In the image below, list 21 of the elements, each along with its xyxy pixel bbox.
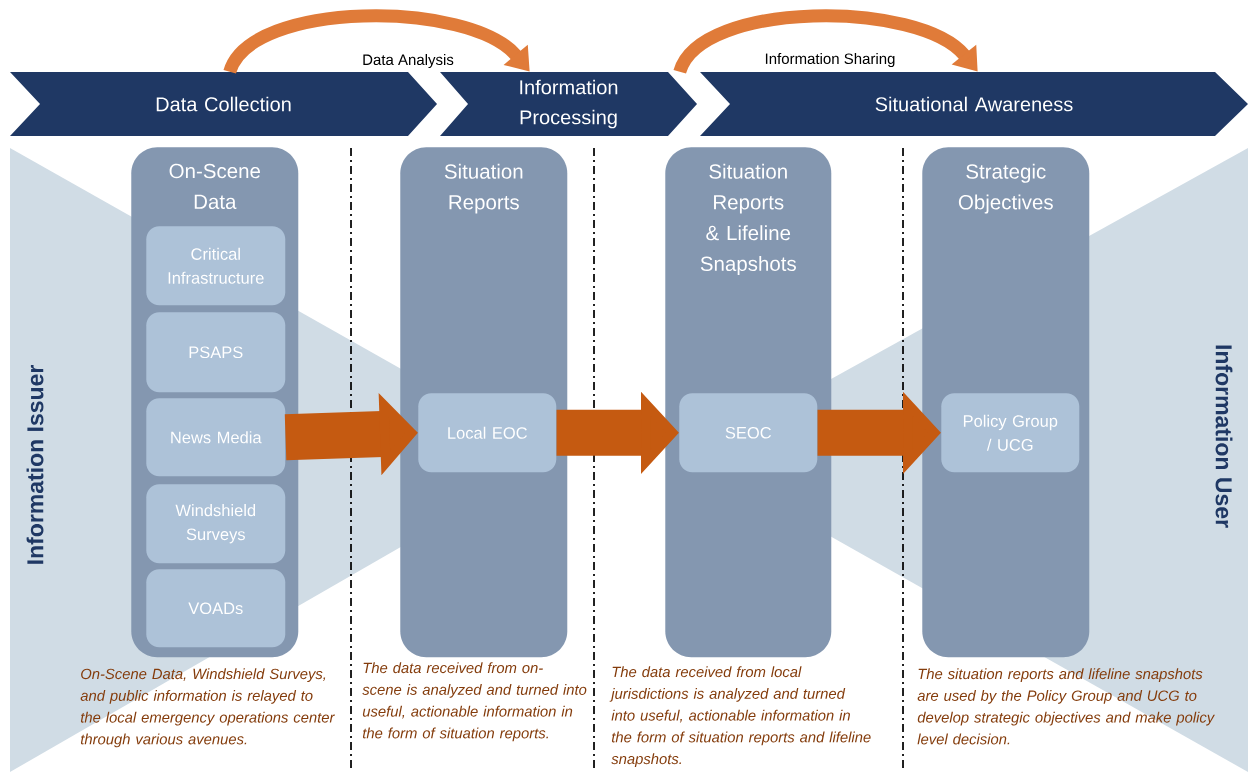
curved-arrow <box>674 9 978 75</box>
item-box: Windshield Surveys <box>146 484 286 564</box>
curved-arrow <box>224 9 530 75</box>
item-box: SEOC <box>679 393 818 473</box>
description-text: The data received from on-scene is analyzed and turned into useful, actionable information in the form of situation reports. <box>362 662 587 742</box>
item-box: Local EOC <box>418 393 557 473</box>
item-box: Critical Infrastructure <box>146 226 286 306</box>
item-box: PSAPS <box>146 312 286 393</box>
item-box: VOADs <box>146 569 286 648</box>
side-label: Information User <box>1215 345 1233 528</box>
edge-label: Information Sharing <box>763 51 897 69</box>
edge-label: Data Analysis <box>360 52 456 70</box>
item-box: Policy Group / UCG <box>941 393 1080 473</box>
description-text: The data received from local jurisdictions is analyzed and turned into useful, actionable information in the form of situation reports and lifeline snapshots. <box>609 666 871 768</box>
chevron-band: Information Processing <box>440 72 697 136</box>
description-text: On-Scene Data, Windshield Surveys, and public information is relayed to the local emergency operations center through various avenues. <box>80 668 335 748</box>
side-label: Information Issuer <box>26 365 44 564</box>
chevron-band: Situational Awareness <box>700 72 1248 136</box>
chevron-band: Data Collection <box>10 72 437 136</box>
item-box: News Media <box>146 398 286 477</box>
description-text: The situation reports and lifeline snapshots are used by the Policy Group and UCG to develop strategic objectives and make policy level decision. <box>917 668 1215 745</box>
